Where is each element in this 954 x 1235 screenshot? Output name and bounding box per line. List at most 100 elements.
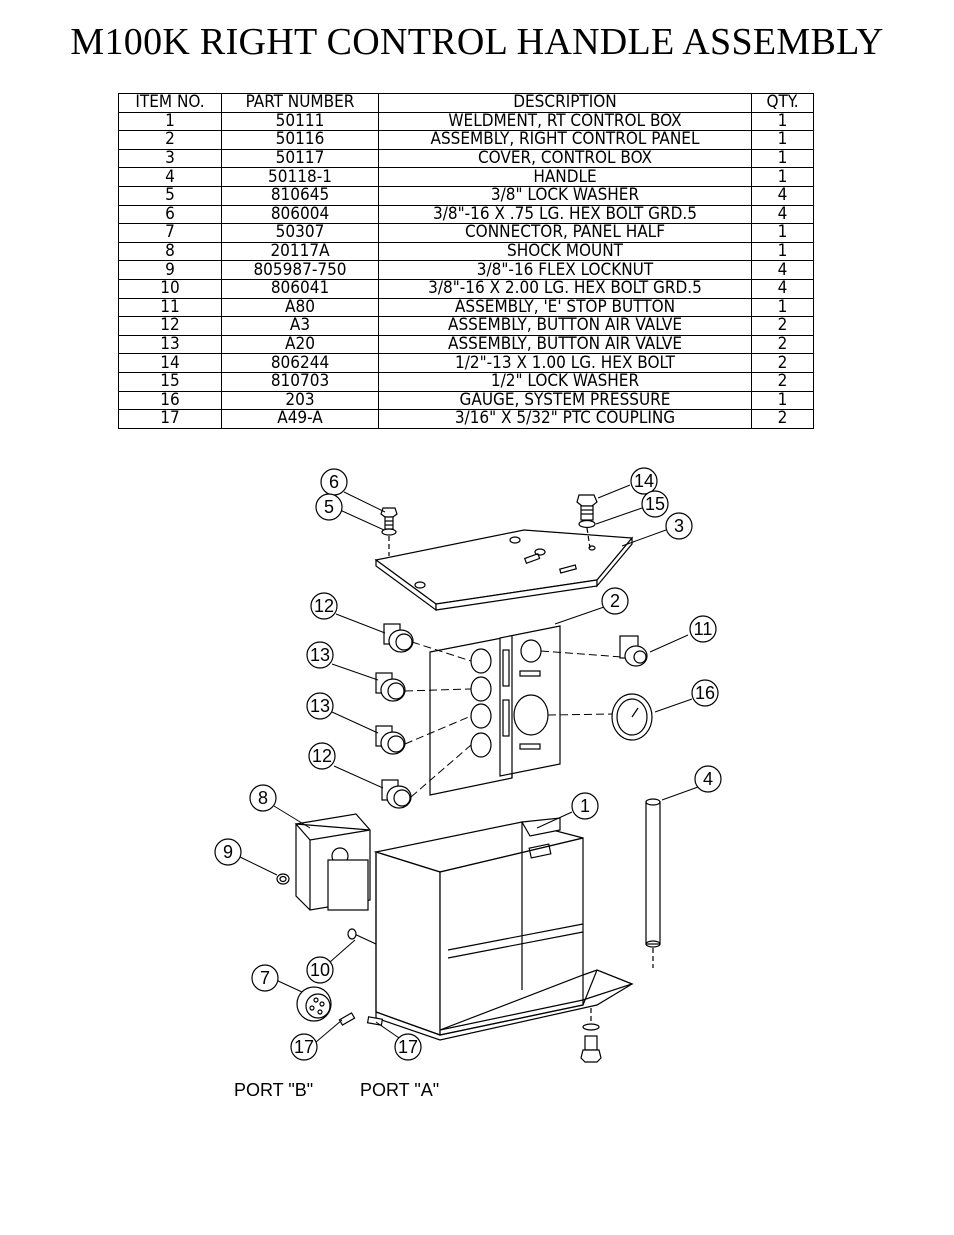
balloon-7: 7: [251, 964, 279, 992]
cell-item-no: 13: [118, 334, 222, 355]
cell-qty: 2: [751, 334, 814, 355]
cell-description: ASSEMBLY, RIGHT CONTROL PANEL: [378, 130, 752, 150]
balloon-12-top: 12: [310, 592, 338, 620]
air-valve-button-4: [381, 779, 412, 809]
balloon-8: 8: [249, 784, 277, 812]
port-b-label: PORT "B": [234, 1080, 314, 1100]
balloon-5: 5: [315, 493, 343, 521]
balloon-10: 10: [306, 956, 334, 984]
balloon-15-label: 15: [645, 494, 665, 514]
balloon-3: 3: [665, 512, 693, 540]
ptc-coupling-1: [338, 1012, 356, 1026]
cell-qty: 1: [751, 390, 814, 411]
cell-part-number: A49-A: [221, 409, 379, 429]
cell-part-number: 805987-750: [221, 260, 379, 280]
cell-description: GAUGE, SYSTEM PRESSURE: [378, 390, 752, 411]
hex-bolt-10: [347, 928, 377, 945]
cell-description: 3/16" X 5/32" PTC COUPLING: [378, 409, 752, 429]
balloon-9: 9: [214, 838, 242, 866]
cell-qty: 2: [751, 316, 814, 336]
cell-description: COVER, CONTROL BOX: [378, 148, 752, 169]
cell-part-number: 806244: [221, 353, 379, 373]
header-qty: QTY.: [751, 93, 814, 113]
balloon-1-label: 1: [580, 796, 590, 816]
control-box-weldment: [373, 817, 634, 1041]
cell-qty: 2: [751, 409, 814, 429]
balloon-14-label: 14: [634, 471, 654, 491]
cell-item-no: 16: [118, 390, 222, 411]
page-title: M100K RIGHT CONTROL HANDLE ASSEMBLY: [70, 21, 884, 63]
balloons: 6 5 14 15 3 12 2 11 13 16 13 12 4 8 1 9 …: [214, 467, 722, 1061]
cell-description: CONNECTOR, PANEL HALF: [378, 223, 752, 243]
pressure-gauge: [611, 693, 653, 741]
cell-item-no: 11: [118, 297, 222, 318]
cell-part-number: A80: [221, 297, 379, 318]
balloon-16: 16: [691, 679, 719, 707]
cell-part-number: 50111: [221, 111, 379, 132]
cell-item-no: 15: [118, 371, 222, 392]
table-header-row: ITEM NO. PART NUMBER DESCRIPTION QTY.: [118, 93, 814, 113]
cell-item-no: 10: [118, 278, 222, 299]
cell-description: ASSEMBLY, 'E' STOP BUTTON: [378, 297, 752, 318]
balloon-2: 2: [601, 587, 629, 615]
cell-qty: 1: [751, 241, 814, 262]
balloon-12-bottom: 12: [308, 742, 336, 770]
ptc-coupling-2: [366, 1016, 384, 1026]
cell-part-number: 203: [221, 390, 379, 411]
cell-description: 3/8" LOCK WASHER: [378, 185, 752, 206]
cell-item-no: 14: [118, 353, 222, 373]
cell-description: WELDMENT, RT CONTROL BOX: [378, 111, 752, 132]
balloon-8-label: 8: [258, 788, 268, 808]
cell-qty: 1: [751, 130, 814, 150]
handle-tube: [645, 798, 661, 968]
balloon-13-bottom: 13: [306, 692, 334, 720]
balloon-13-bottom-label: 13: [310, 696, 330, 716]
balloon-12-bottom-label: 12: [312, 746, 332, 766]
cell-item-no: 12: [118, 316, 222, 336]
cell-qty: 4: [751, 278, 814, 299]
balloon-17-left-label: 17: [294, 1037, 314, 1057]
cell-qty: 4: [751, 185, 814, 206]
balloon-11: 11: [689, 615, 717, 643]
cell-part-number: 50118-1: [221, 167, 379, 187]
cell-qty: 4: [751, 260, 814, 280]
cell-qty: 1: [751, 297, 814, 318]
cell-part-number: 50117: [221, 148, 379, 169]
shock-mount: [294, 813, 371, 911]
balloon-17-right: 17: [394, 1033, 422, 1061]
cell-item-no: 7: [118, 223, 222, 243]
balloon-17-right-label: 17: [398, 1037, 418, 1057]
cell-part-number: A3: [221, 316, 379, 336]
balloon-6-label: 6: [329, 472, 339, 492]
cell-item-no: 5: [118, 185, 222, 206]
cell-qty: 2: [751, 371, 814, 392]
balloon-16-label: 16: [695, 683, 715, 703]
cell-item-no: 8: [118, 241, 222, 262]
cell-part-number: 50307: [221, 223, 379, 243]
balloon-7-label: 7: [260, 968, 270, 988]
cell-item-no: 3: [118, 148, 222, 169]
cell-part-number: 806004: [221, 204, 379, 225]
exploded-assembly-diagram: 6 5 14 15 3 12 2 11 13 16 13 12 4 8 1 9 …: [214, 467, 722, 1063]
cell-part-number: 810645: [221, 185, 379, 206]
cell-item-no: 4: [118, 167, 222, 187]
cell-part-number: 810703: [221, 371, 379, 392]
balloon-1: 1: [571, 792, 599, 820]
cell-description: ASSEMBLY, BUTTON AIR VALVE: [378, 334, 752, 355]
cell-description: 3/8"-16 X .75 LG. HEX BOLT GRD.5: [378, 204, 752, 225]
panel-connector: [296, 986, 332, 1022]
balloon-13-top-label: 13: [310, 645, 330, 665]
